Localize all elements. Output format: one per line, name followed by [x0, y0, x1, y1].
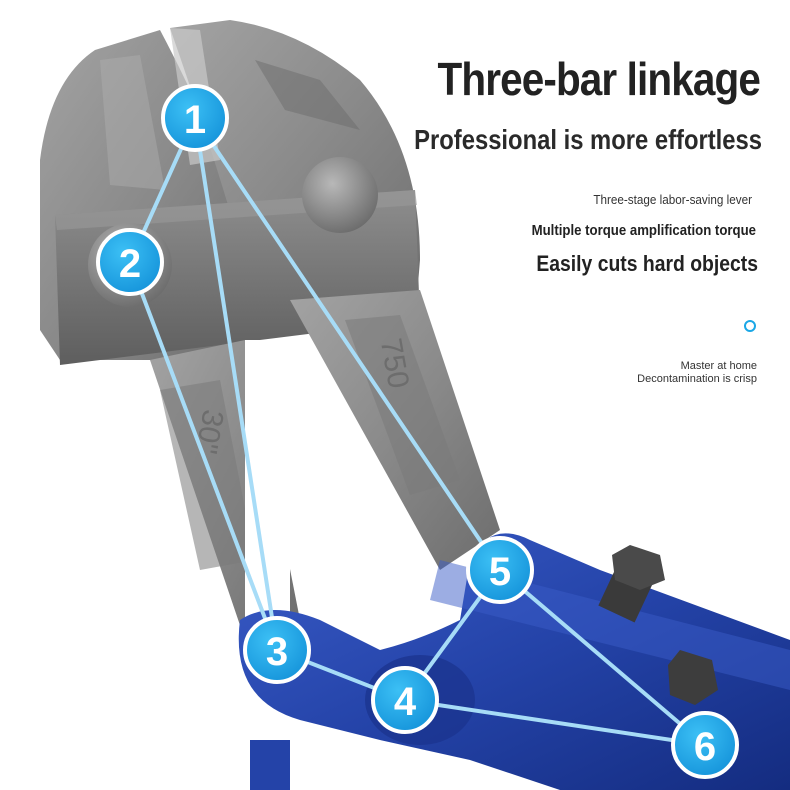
marker-3-label: 3: [266, 630, 288, 674]
circle-dot-icon: [744, 320, 756, 332]
note-decontamination: Decontamination is crisp: [637, 373, 757, 385]
feature-torque: Multiple torque amplification torque: [531, 222, 756, 239]
marker-4: 4: [371, 666, 439, 734]
pivot-pin-right: [302, 157, 378, 233]
feature-cuts-hard-objects: Easily cuts hard objects: [536, 251, 758, 276]
marker-4-label: 4: [394, 680, 417, 724]
marker-6-label: 6: [694, 725, 716, 769]
subheadline: Professional is more effortless: [414, 124, 762, 155]
marker-1: 1: [161, 84, 229, 152]
marker-5-label: 5: [489, 550, 511, 594]
marker-3: 3: [243, 616, 311, 684]
marker-1-label: 1: [184, 98, 206, 142]
adjust-bolt-lower: [668, 650, 718, 705]
note-master-at-home: Master at home: [680, 360, 757, 372]
feature-labor-saving: Three-stage labor-saving lever: [593, 192, 752, 207]
marker-2: 2: [96, 228, 164, 296]
jaw-arms: [150, 290, 500, 640]
adjust-bolt-upper: [598, 545, 665, 623]
marker-5: 5: [466, 536, 534, 604]
marker-2-label: 2: [119, 242, 141, 286]
headline: Three-bar linkage: [437, 53, 761, 105]
marker-6: 6: [671, 711, 739, 779]
